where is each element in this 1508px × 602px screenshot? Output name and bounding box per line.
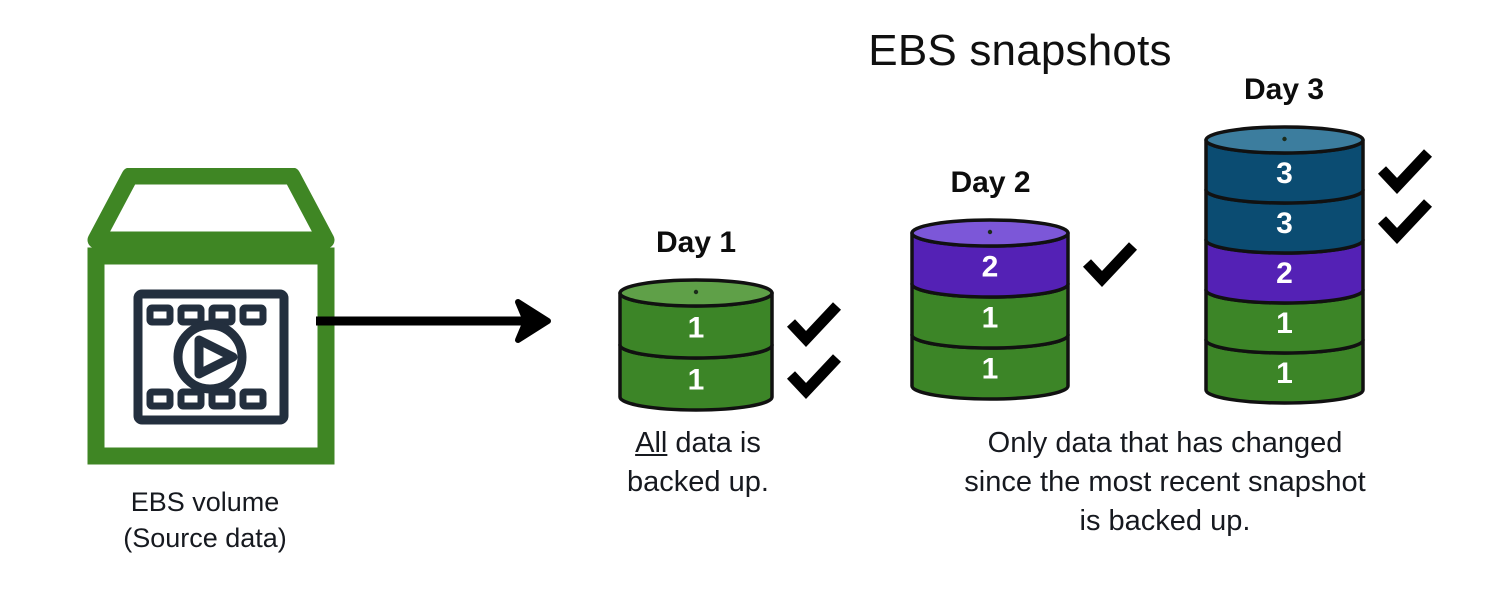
segment-value: 1 <box>982 302 999 335</box>
page-title: EBS snapshots <box>868 26 1172 75</box>
caption-left-line2: backed up. <box>627 466 769 498</box>
segment-value: 1 <box>1276 357 1293 390</box>
checkmark-icon <box>1377 148 1433 196</box>
caption-left-rest: data is <box>667 427 761 459</box>
checkmark-icon <box>786 353 842 401</box>
cylinder-top-dot <box>987 229 993 235</box>
snapshot-cylinder: 1 1 2 <box>910 218 1070 403</box>
caption-right: Only data that has changed since the mos… <box>900 424 1430 541</box>
caption-right-line3: is backed up. <box>1079 505 1251 537</box>
segment-value: 1 <box>982 353 999 386</box>
caption-right-line2: since the most recent snapshot <box>964 466 1366 498</box>
day-label: Day 1 <box>655 226 737 259</box>
segment-value: 1 <box>688 311 705 344</box>
checkmark-icon <box>786 301 842 349</box>
snapshot-segment: 2 <box>1203 238 1365 305</box>
caption-right-line1: Only data that has changed <box>987 427 1343 459</box>
flow-arrow-right-icon <box>312 296 557 346</box>
caption-left: All data is backed up. <box>588 424 808 502</box>
cylinder-top-dot <box>1281 136 1287 142</box>
ebs-volume-label: EBS volume (Source data) <box>40 484 370 556</box>
snapshot-segment: 1 <box>910 282 1070 350</box>
snapshot-cylinder: 1 1 2 3 3 <box>1203 125 1365 407</box>
checkmark-group <box>786 293 856 417</box>
snapshot-group-day3: Day 3 1 1 2 3 3 <box>1179 73 1432 408</box>
segment-value: 3 <box>1276 157 1293 190</box>
ebs-volume-label-line2: (Source data) <box>123 523 287 553</box>
snapshot-group-day2: Day 2 1 1 2 <box>888 166 1138 406</box>
segment-value: 2 <box>1276 257 1293 290</box>
snapshot-segment: 1 <box>618 291 774 360</box>
ebs-volume-label-line1: EBS volume <box>130 487 280 517</box>
checkmark-icon <box>1377 198 1433 246</box>
caption-left-underlined: All <box>635 427 668 459</box>
day-label: Day 2 <box>950 166 1031 199</box>
checkmark-icon <box>1082 241 1138 289</box>
caption-left-line1: All data is <box>588 424 808 463</box>
checkmark-group <box>1082 233 1152 304</box>
ebs-volume-icon <box>86 168 336 468</box>
segment-value: 1 <box>1276 307 1293 340</box>
segment-value: 3 <box>1276 207 1293 240</box>
segment-value: 1 <box>688 363 705 396</box>
checkmark-group <box>1377 140 1447 260</box>
cylinder-top-dot <box>693 289 699 295</box>
day-label: Day 3 <box>1243 73 1325 106</box>
segment-value: 2 <box>982 251 999 284</box>
